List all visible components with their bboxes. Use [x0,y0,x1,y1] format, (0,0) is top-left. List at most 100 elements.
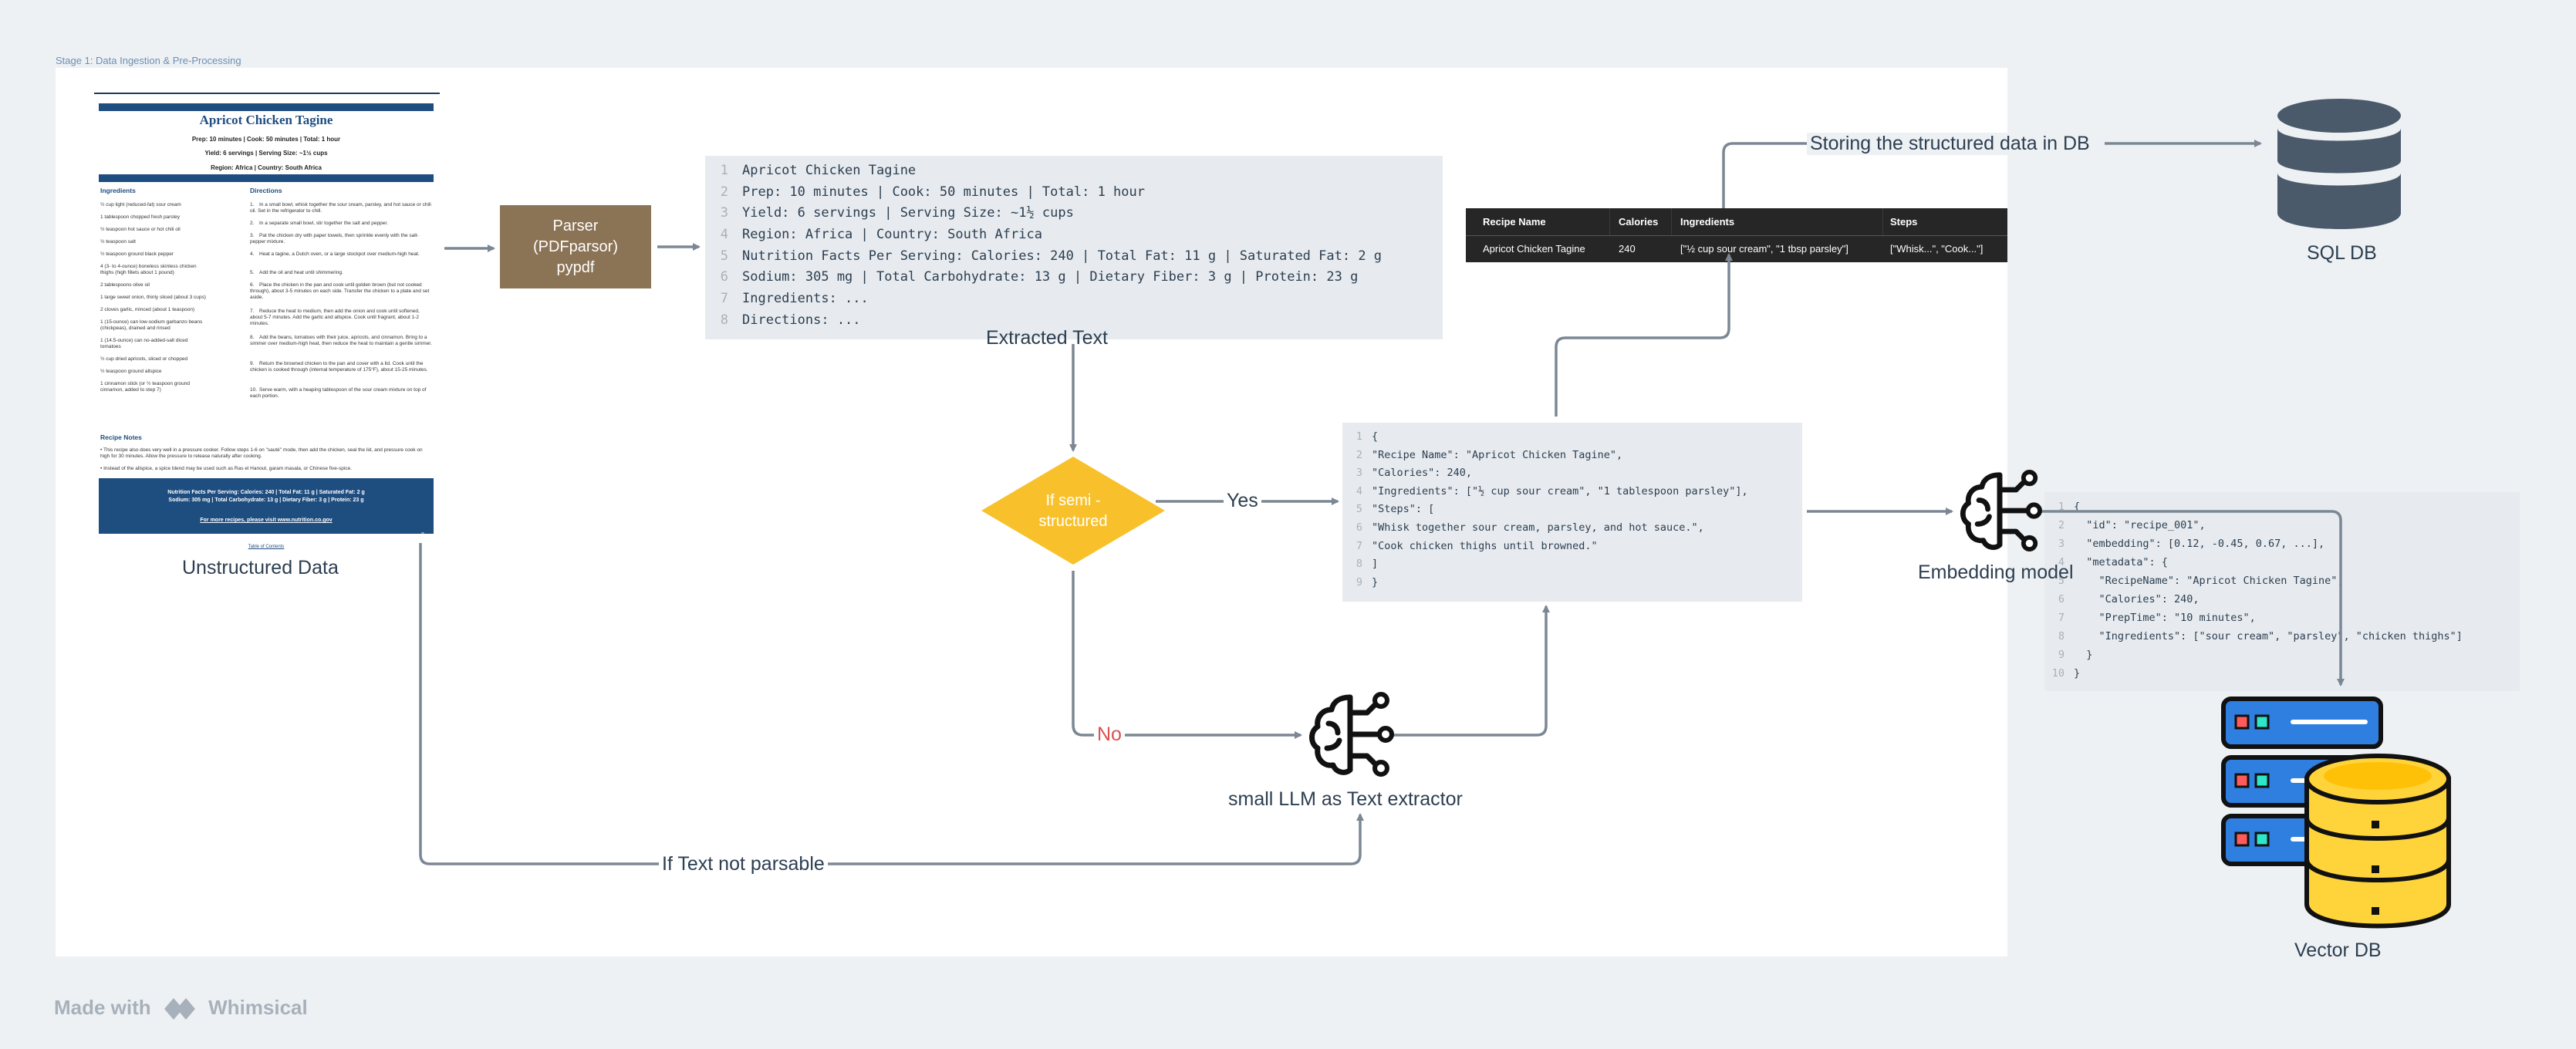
direction-step: 4.Heat a tagine, a Dutch oven, or a larg… [250,251,420,257]
code-line: 3 "embedding": [0.12, -0.45, 0.67, ...], [2051,535,2520,553]
doc-nutrition-footer: Nutrition Facts Per Serving: Calories: 2… [99,478,434,534]
table-header-cell: Recipe Name [1483,216,1546,228]
code-line: 6 "Calories": 240, [2051,590,2520,609]
footer-line: Nutrition Facts Per Serving: Calories: 2… [167,490,365,495]
whimsical-logo-icon [164,998,195,1020]
code-text: Directions: ... [742,312,861,328]
decision-diamond [981,457,1165,565]
code-line: 7 "PrepTime": "10 minutes", [2051,609,2520,627]
code-text: "id": "recipe_001", [2074,519,2206,531]
line-number: 1 [720,163,728,178]
code-text: { [2074,501,2081,513]
direction-step: 6.Place the chicken in the pan and cook … [250,282,430,300]
code-line: 1{ [2051,498,2520,516]
code-line: 2 "Recipe Name": "Apricot Chicken Tagine"… [1349,447,1802,465]
direction-step: 9.Return the browned chicken to the pan … [250,361,428,373]
whimsical-watermark[interactable]: Made with Whimsical [54,993,308,1024]
recipe-note: • This recipe also does very well in a p… [100,447,423,459]
table-cell: 240 [1619,243,1636,255]
line-number: 7 [720,291,728,307]
direction-step: 8.Add the beans, tomatoes with their jui… [250,335,432,346]
line-number: 1 [1356,430,1362,443]
line-number: 6 [2058,593,2065,605]
table-row: Apricot Chicken Tagine 240 ["½ cup sour … [1466,235,2007,262]
code-text: Ingredients: ... [742,291,869,307]
page-number: 8 [421,532,424,538]
line-number: 8 [2058,630,2065,643]
line-number: 2 [1356,448,1362,461]
line-number: 9 [1356,575,1362,589]
recipe-document: Apricot Chicken Tagine Prep: 10 minutes … [94,93,440,549]
line-number: 8 [1356,558,1362,571]
vector-json-block: 1{2 "id": "recipe_001",3 "embedding": [0… [2044,492,2520,691]
ingredient-item: ½ cup light (reduced-fat) sour cream [100,202,181,207]
line-number: 6 [720,269,728,285]
code-text: } [1372,575,1379,589]
unstructured-data-caption: Unstructured Data [182,557,339,578]
code-text: "Ingredients": ["½ cup sour cream", "1 t… [1372,484,1748,498]
parser-node[interactable]: Parser (PDFparsor) pypdf [500,205,651,288]
table-header-row: Recipe Name Calories Ingredients Steps [1466,208,2007,235]
line-number: 5 [1356,503,1362,516]
code-text: "Calories": 240, [1372,467,1473,480]
table-cell: ["Whisk...", "Cook..."] [1890,243,1983,255]
ingredient-item: ½ teaspoon ground allspice [100,369,162,374]
doc-header-bar [99,103,434,111]
footer-link[interactable]: For more recipes, please visit www.nutri… [200,518,333,523]
line-number: 7 [1356,539,1362,552]
llm-caption: small LLM as Text extractor [1228,788,1463,810]
embedding-brain-icon [1960,470,2042,552]
code-line: 2 "id": "recipe_001", [2051,516,2520,535]
code-line: 6"Whisk together sour cream, parsley, an… [1349,519,1802,538]
code-text: "metadata": { [2074,556,2168,568]
table-cell: Apricot Chicken Tagine [1483,243,1585,255]
code-line: 7"Cook chicken thighs until browned." [1349,538,1802,556]
code-line: 5"Steps": [ [1349,501,1802,519]
ingredient-item: 1 cinnamon stick (or ½ teaspoon ground c… [100,381,190,393]
decision-line: structured [1038,513,1108,530]
toc-link[interactable]: Table of Contents [248,545,285,549]
code-text: "Calories": 240, [2074,593,2200,605]
line-number: 3 [1356,467,1362,480]
code-line: 4"Ingredients": ["½ cup sour cream", "1 … [1349,483,1802,501]
ingredient-item: 4 (3- to 4-ounce) boneless skinless chic… [100,264,197,275]
table-header-cell: Calories [1619,216,1659,228]
whimsical-brand-text: Whimsical [208,995,308,1019]
ingredient-item: 1 large sweet onion, thinly sliced (abou… [100,295,206,300]
notes-heading: Recipe Notes [100,433,142,441]
code-line: 9} [1349,574,1802,592]
arrow-embedding-to-vector [2037,510,2345,686]
code-text: "Recipe Name": "Apricot Chicken Tagine", [1372,448,1623,461]
code-line: 9 } [2051,646,2520,664]
line-number: 1 [2058,501,2065,513]
code-text: { [1372,430,1379,443]
ingredient-item: ½ teaspoon salt [100,239,136,245]
doc-meta-line: Prep: 10 minutes | Cook: 50 minutes | To… [191,136,341,143]
line-number: 5 [2058,575,2065,587]
storing-label: Storing the structured data in DB [1807,133,2093,155]
code-text: "Whisk together sour cream, parsley, and… [1372,521,1704,534]
code-text: Nutrition Facts Per Serving: Calories: 2… [742,248,1383,264]
line-number: 7 [2058,612,2065,624]
parser-line: (PDFparsor) [532,238,618,255]
no-label: No [1094,724,1125,746]
yes-label: Yes [1224,490,1261,512]
line-number: 5 [720,248,728,264]
direction-step: 2.In a separate small bowl, stir togethe… [250,221,388,226]
sql-db-caption: SQL DB [2307,242,2377,264]
code-text: Region: Africa | Country: South Africa [742,227,1042,243]
line-number: 2 [720,184,728,200]
doc-top-rule [94,93,440,94]
line-number: 10 [2051,667,2065,680]
decision-label: If semi - structured [981,491,1165,532]
directions-heading: Directions [250,187,282,194]
code-line: 3 "Calories": 240, [1349,464,1802,483]
code-text: "embedding": [0.12, -0.45, 0.67, ...], [2074,538,2325,550]
code-text: Sodium: 305 mg | Total Carbohydrate: 13 … [742,269,1359,285]
ingredient-item: ½ teaspoon hot sauce or hot chili oil [100,227,181,232]
direction-step: 5.Add the oil and heat until shimmering. [250,270,343,275]
code-line: 10} [2051,664,2520,683]
arrow-not-parsable [419,543,1364,865]
